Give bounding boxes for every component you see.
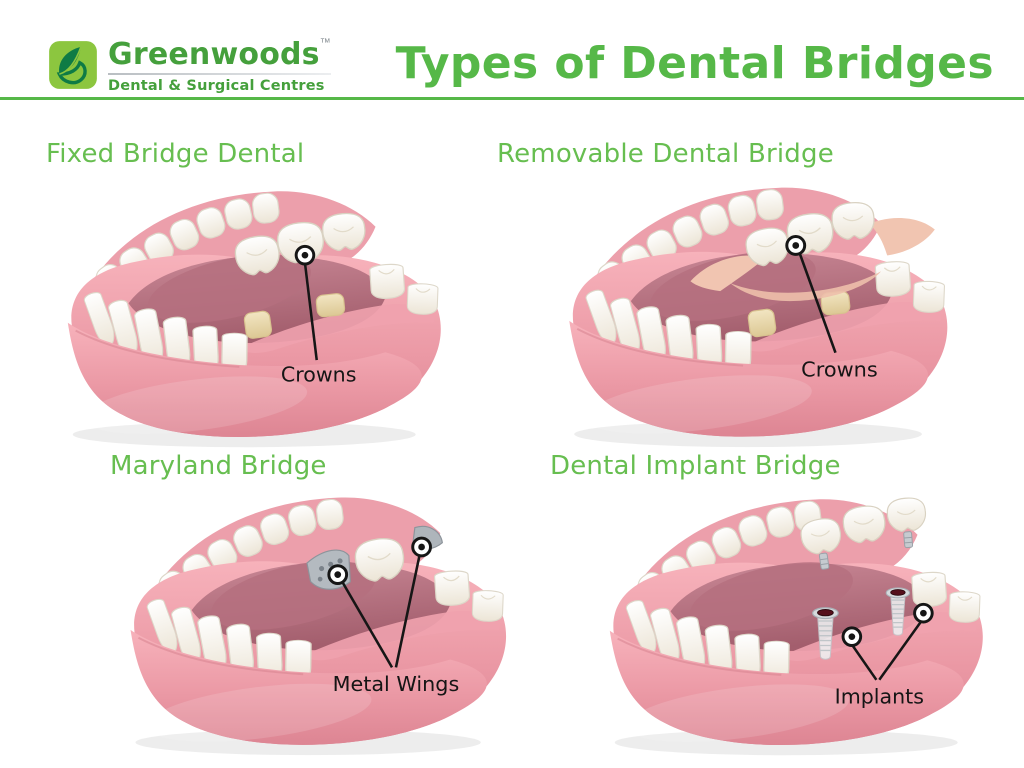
maryland-bridge-illustration: Metal Wings bbox=[92, 472, 544, 768]
metal-wings-callout: Metal Wings bbox=[327, 536, 460, 696]
crowns-callout: Crowns bbox=[281, 244, 357, 387]
logo-divider bbox=[108, 73, 331, 75]
logo-name: Greenwoods bbox=[108, 37, 320, 72]
greenwoods-logo: Greenwoods™ Dental & Surgical Centres bbox=[48, 37, 331, 94]
implants-callout: Implants bbox=[835, 602, 934, 708]
callout-marker bbox=[785, 235, 807, 256]
label-implant-bridge: Dental Implant Bridge bbox=[550, 451, 841, 481]
annotation-implants: Implants bbox=[835, 684, 924, 708]
implant-bridge-illustration: Implants bbox=[572, 496, 1020, 768]
callout-marker bbox=[411, 536, 432, 558]
header-rule bbox=[0, 97, 1024, 100]
label-maryland-bridge: Maryland Bridge bbox=[110, 451, 327, 481]
acrylic-wings bbox=[690, 217, 935, 302]
callout-marker bbox=[913, 602, 934, 624]
label-removable-bridge: Removable Dental Bridge bbox=[497, 139, 834, 169]
annotation-crowns: Crowns bbox=[281, 363, 357, 387]
callout-marker bbox=[841, 626, 863, 647]
annotation-crowns: Crowns bbox=[801, 358, 878, 382]
removable-bridge-illustration: Crowns bbox=[532, 162, 984, 460]
callout-marker bbox=[327, 564, 349, 585]
page-title: Types of Dental Bridges bbox=[395, 38, 994, 89]
label-fixed-bridge: Fixed Bridge Dental bbox=[46, 139, 305, 169]
greenwoods-leaf-icon bbox=[49, 41, 97, 89]
logo-tagline: Dental & Surgical Centres bbox=[108, 78, 325, 94]
prepared-teeth bbox=[243, 293, 346, 339]
annotation-metal-wings: Metal Wings bbox=[333, 672, 460, 696]
crowns-callout: Crowns bbox=[785, 235, 878, 382]
callout-marker bbox=[294, 244, 316, 266]
trademark-symbol: ™ bbox=[319, 37, 331, 49]
prepared-teeth bbox=[747, 290, 851, 338]
fixed-bridge-illustration: Crowns bbox=[38, 166, 470, 460]
